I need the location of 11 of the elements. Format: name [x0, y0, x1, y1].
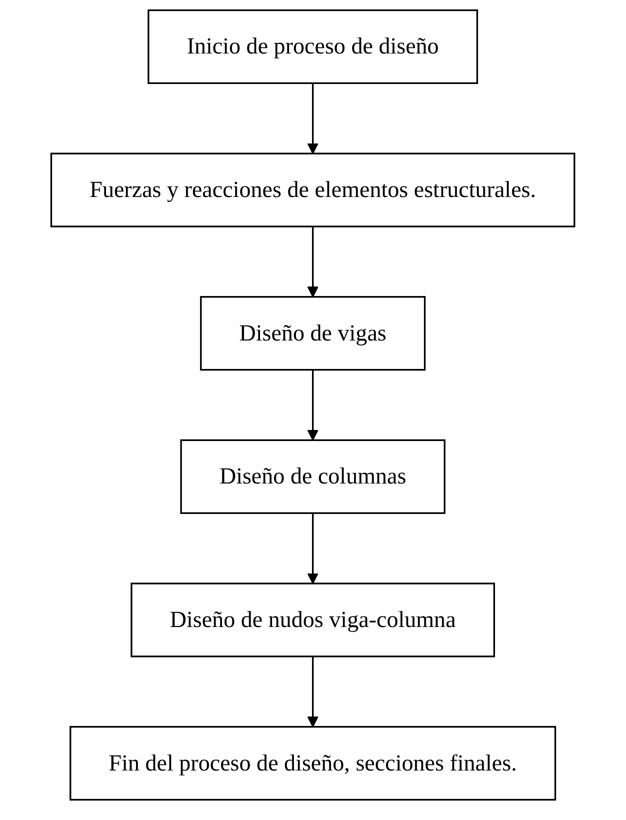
arrow [307, 83, 319, 154]
node-box: Diseño de columnas [180, 439, 446, 514]
arrow [307, 370, 319, 441]
node-box: Fin del proceso de diseño, secciones finales. [70, 726, 556, 801]
node-box: Inicio de proceso de diseño [148, 9, 478, 84]
arrow [307, 513, 319, 584]
arrow [307, 226, 319, 298]
node-box: Fuerzas y reacciones de elementos estructurales. [50, 152, 576, 228]
arrow [307, 656, 319, 728]
node-box: Diseño de vigas [200, 296, 426, 371]
node-box: Diseño de nudos viga-columna [130, 582, 496, 658]
